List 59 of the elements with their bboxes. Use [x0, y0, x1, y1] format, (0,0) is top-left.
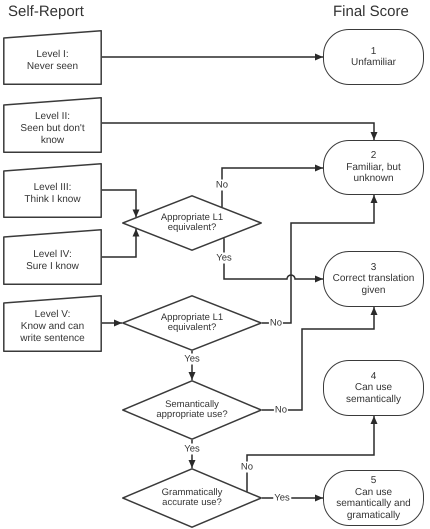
- decision-diamond: [122, 380, 262, 440]
- arrow: [246, 416, 378, 492]
- score-label: Unfamiliar: [350, 57, 396, 68]
- arrow: [102, 122, 378, 140]
- score-number: 3: [370, 262, 376, 274]
- arrow: [188, 351, 196, 380]
- level-heading: Level V:: [34, 309, 70, 321]
- edge-label: Yes: [183, 444, 201, 454]
- level-heading: Level IV:: [33, 248, 72, 260]
- column-heading: Final Score: [333, 3, 409, 21]
- edge-label: Yes: [183, 354, 201, 364]
- decision-question: Semantically appropriate use?: [156, 400, 228, 420]
- edge-label: No: [214, 180, 230, 190]
- level-description: Sure I know: [26, 260, 79, 272]
- score-number: 2: [370, 150, 376, 162]
- manual-input-box: [3, 229, 102, 285]
- manual-input-box: [3, 163, 102, 218]
- arrow: [223, 238, 323, 282]
- score-label: Can use semantically: [344, 382, 402, 406]
- decision-diamond: [122, 295, 262, 351]
- arrow: [262, 307, 378, 411]
- column-heading: Self-Report: [8, 3, 84, 21]
- score-number: 1: [370, 46, 376, 57]
- terminal-box: [323, 140, 424, 195]
- manual-input-box: [3, 295, 102, 352]
- score-label: Correct translation given: [332, 273, 416, 296]
- level-heading: Level I:: [36, 49, 69, 61]
- decision-diamond: [122, 195, 262, 251]
- level-description: Seen but don't know: [19, 122, 86, 146]
- manual-input-box: [3, 30, 102, 85]
- terminal-box: [323, 251, 424, 307]
- decision-question: Grammatically accurate use?: [160, 488, 224, 508]
- arrow: [262, 195, 378, 324]
- terminal-box: [323, 470, 424, 526]
- edge-label: Yes: [215, 252, 233, 264]
- decision-question: Appropriate L1 equivalent?: [160, 312, 224, 334]
- edge-label: No: [268, 318, 284, 328]
- level-description: Think I know: [24, 194, 81, 206]
- terminal-box: [323, 29, 424, 85]
- edge-label: No: [240, 462, 254, 472]
- arrow: [102, 54, 323, 60]
- level-description: Know and can write sentence: [19, 321, 86, 345]
- level-description: Never seen: [26, 61, 78, 73]
- decision-question: Appropriate L1 equivalent?: [160, 212, 224, 234]
- score-number: 4: [370, 370, 376, 382]
- edge-label: No: [274, 404, 288, 416]
- terminal-box: [323, 360, 424, 416]
- manual-input-box: [3, 97, 102, 153]
- score-number: 5: [370, 475, 376, 486]
- decision-diamond: [122, 468, 262, 528]
- arrow: [102, 228, 140, 258]
- arrow: [102, 320, 122, 326]
- arrow: [221, 164, 323, 207]
- edge-label: Yes: [273, 492, 291, 504]
- arrow: [102, 189, 140, 218]
- score-label: Familiar, but unknown: [345, 162, 402, 185]
- level-heading: Level III:: [34, 182, 72, 194]
- score-label: Can use semantically and gramatically: [335, 486, 412, 521]
- level-heading: Level II:: [34, 110, 70, 122]
